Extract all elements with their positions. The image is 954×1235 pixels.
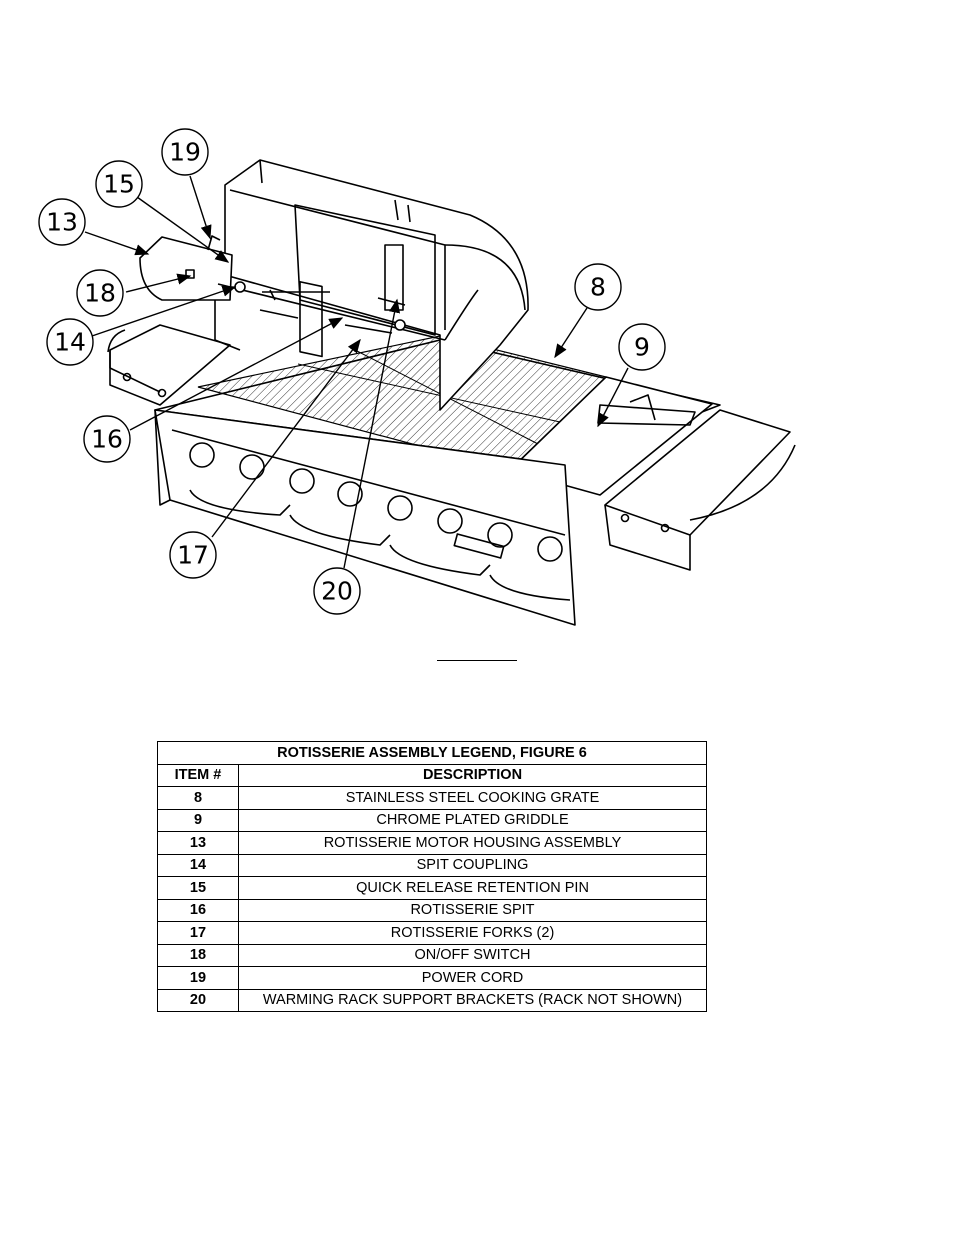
svg-text:9: 9 — [634, 333, 650, 362]
callout-18: 18 — [76, 269, 124, 317]
svg-text:18: 18 — [84, 279, 116, 308]
legend-table: ROTISSERIE ASSEMBLY LEGEND, FIGURE 6 ITE… — [157, 741, 707, 1012]
item-number: 16 — [157, 898, 239, 922]
item-number: 8 — [157, 786, 239, 810]
item-description: ROTISSERIE FORKS (2) — [238, 921, 707, 945]
svg-text:19: 19 — [169, 138, 201, 167]
rotisserie-motor — [139, 235, 241, 351]
item-number: 15 — [157, 876, 239, 900]
svg-text:14: 14 — [54, 328, 86, 357]
callout-14: 14 — [46, 318, 94, 366]
svg-text:8: 8 — [590, 273, 606, 302]
svg-text:13: 13 — [46, 208, 78, 237]
item-description: ROTISSERIE MOTOR HOUSING ASSEMBLY — [238, 831, 707, 855]
callout-8: 8 — [574, 263, 622, 311]
svg-text:20: 20 — [321, 577, 353, 606]
item-number: 13 — [157, 831, 239, 855]
item-description: ON/OFF SWITCH — [238, 943, 707, 967]
svg-text:17: 17 — [177, 541, 209, 570]
item-number: 18 — [157, 943, 239, 967]
item-description: POWER CORD — [238, 966, 707, 990]
item-description: STAINLESS STEEL COOKING GRATE — [238, 786, 707, 810]
figure-caption-rule — [437, 660, 517, 661]
callout-15: 15 — [95, 160, 143, 208]
item-description: CHROME PLATED GRIDDLE — [238, 808, 707, 832]
item-number: 17 — [157, 921, 239, 945]
control-knobs — [189, 442, 563, 562]
grill-hood — [224, 159, 529, 411]
callout-20: 20 — [313, 567, 361, 615]
legend-title: ROTISSERIE ASSEMBLY LEGEND, FIGURE 6 — [157, 741, 707, 765]
item-number: 9 — [157, 808, 239, 832]
item-description: SPIT COUPLING — [238, 853, 707, 877]
item-description: ROTISSERIE SPIT — [238, 898, 707, 922]
item-number: 14 — [157, 853, 239, 877]
callout-19: 19 — [161, 128, 209, 176]
item-number: 20 — [157, 988, 239, 1012]
leader-lines — [84, 175, 629, 569]
rotisserie-spit — [217, 281, 446, 341]
svg-text:15: 15 — [103, 170, 135, 199]
callout-17: 17 — [169, 531, 217, 579]
callout-9: 9 — [618, 323, 666, 371]
item-number: 19 — [157, 966, 239, 990]
svg-text:16: 16 — [91, 425, 123, 454]
header-item: ITEM # — [157, 763, 239, 787]
callout-13: 13 — [38, 198, 86, 246]
item-description: WARMING RACK SUPPORT BRACKETS (RACK NOT … — [238, 988, 707, 1012]
grill-assembly-drawing: 19 15 13 18 14 16 17 20 8 9 — [38, 128, 796, 626]
header-description: DESCRIPTION — [238, 763, 707, 787]
callout-16: 16 — [83, 415, 131, 463]
item-description: QUICK RELEASE RETENTION PIN — [238, 876, 707, 900]
